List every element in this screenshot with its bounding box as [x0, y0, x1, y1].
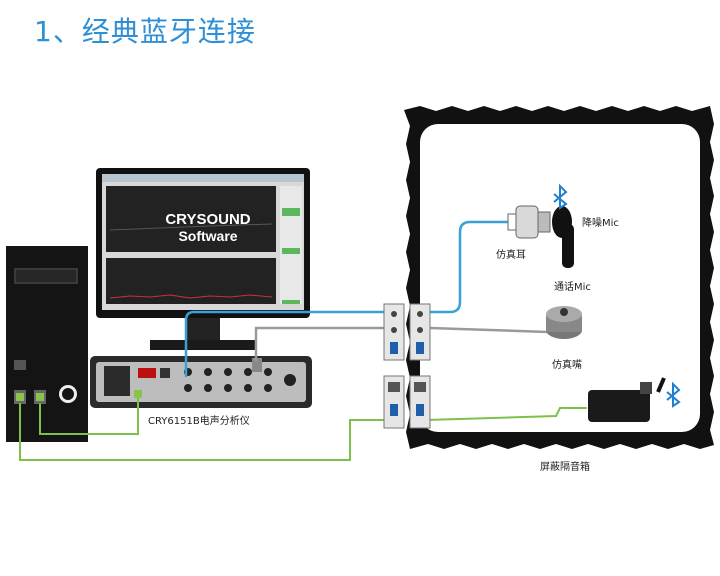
shielded-box [404, 106, 714, 449]
ear-label: 仿真耳 [496, 250, 526, 261]
feedthrough-panels [383, 303, 431, 429]
monitor [96, 168, 310, 350]
software-subtitle: Software [178, 228, 238, 244]
earbud [552, 206, 574, 268]
bluetooth-icon [553, 183, 568, 210]
bluetooth-adapter [588, 377, 666, 422]
nc-mic-label: 降噪Mic [582, 218, 619, 229]
bluetooth-icon [666, 381, 681, 408]
box-label: 屏蔽隔音箱 [540, 462, 590, 473]
ear-simulator [507, 205, 551, 239]
cables [19, 220, 587, 461]
analyzer-box [90, 356, 312, 408]
mouth-label: 仿真嘴 [552, 360, 582, 371]
page-title: 1、经典蓝牙连接 [34, 15, 256, 48]
call-mic-label: 通话Mic [554, 282, 591, 293]
software-banner: CRYSOUND Software [140, 211, 276, 245]
mouth-simulator [546, 306, 582, 339]
analyzer-label: CRY6151B电声分析仪 [148, 416, 250, 427]
software-title: CRYSOUND [165, 211, 251, 228]
pc-tower [6, 246, 88, 442]
